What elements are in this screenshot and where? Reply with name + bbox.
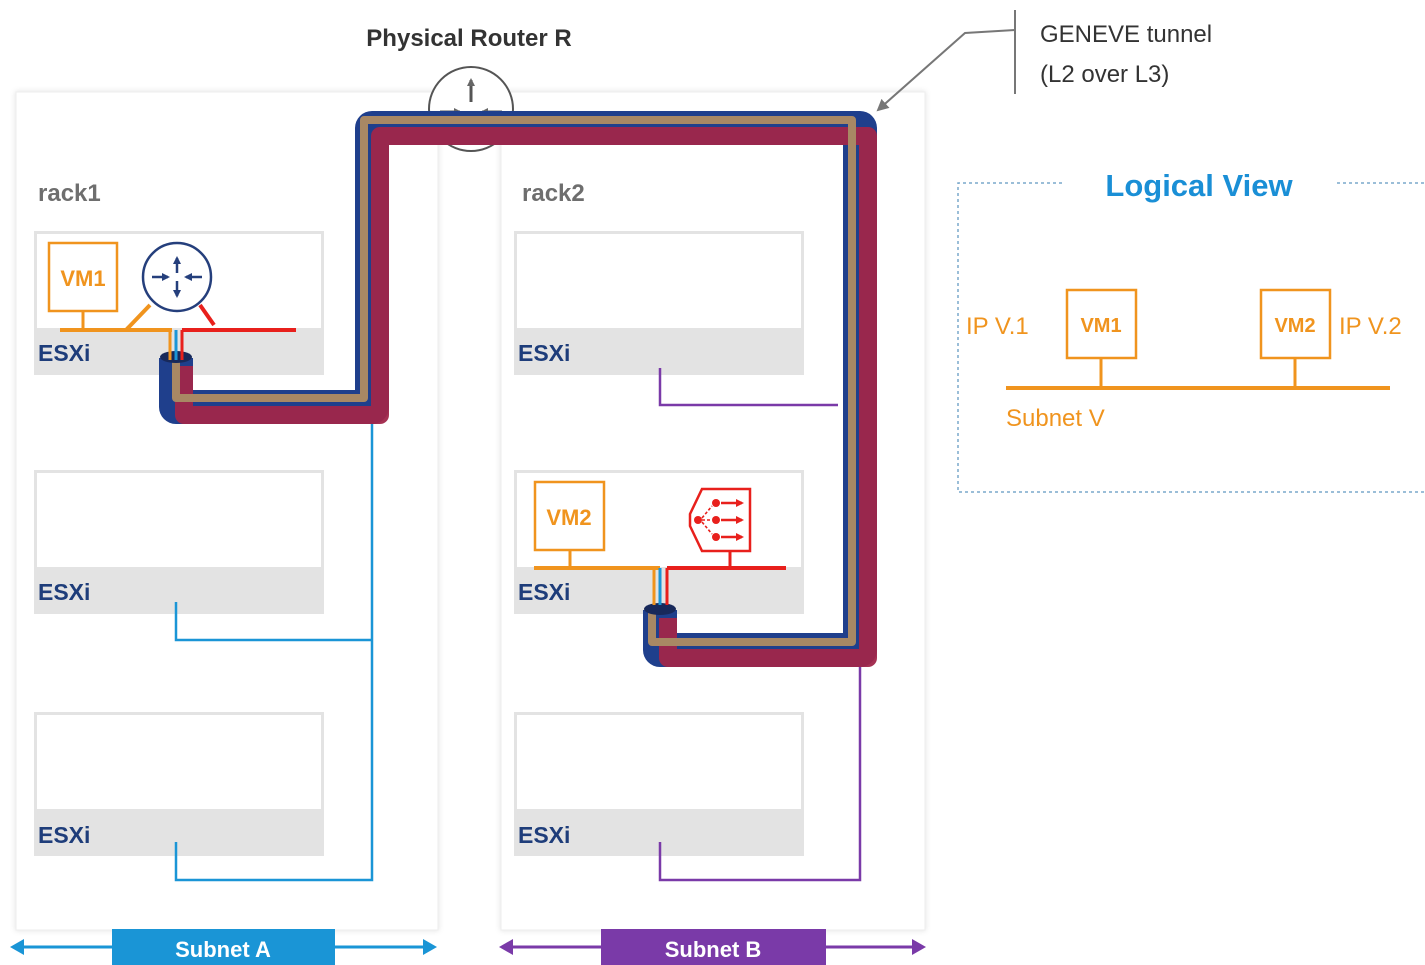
vm-label: VM2 xyxy=(546,505,591,530)
rack1-label: rack1 xyxy=(38,180,101,207)
logical-ip2-label: IP V.2 xyxy=(1339,313,1402,340)
rack2-uplinks xyxy=(658,368,862,882)
subnet-a-label: Subnet A xyxy=(175,937,271,962)
rack1-uplinks xyxy=(174,410,374,882)
vm-label: VM1 xyxy=(60,266,105,291)
logical-view-panel: Logical View VM1 VM2 IP V.1 IP V.2 Subne… xyxy=(957,168,1424,493)
rack1-host3: ESXi xyxy=(34,712,324,856)
logical-vm1-label: VM1 xyxy=(1080,315,1121,337)
rack1-switching xyxy=(60,303,296,360)
rack2-label: rack2 xyxy=(522,180,585,207)
geneve-tunnel xyxy=(159,111,877,667)
subnet-b-label: Subnet B xyxy=(665,937,762,962)
rack1-host2: ESXi xyxy=(34,470,324,614)
logical-vm2-box[interactable] xyxy=(1259,288,1332,360)
physical-router-label: Physical Router R xyxy=(366,25,571,52)
logical-view-title: Logical View xyxy=(1105,168,1293,203)
host-label: ESXi xyxy=(518,340,570,366)
host-label: ESXi xyxy=(518,822,570,848)
tunnel-label-line1: GENEVE tunnel xyxy=(1040,21,1212,48)
rack2-vm2[interactable]: VM2 xyxy=(533,480,606,552)
logical-router-icon xyxy=(141,241,213,313)
logical-vm2-label: VM2 xyxy=(1274,315,1315,337)
rack2-host3: ESXi xyxy=(514,712,804,856)
logical-subnet-label: Subnet V xyxy=(1006,405,1105,432)
tunnel-label-line2: (L2 over L3) xyxy=(1040,61,1169,88)
load-balancer-icon xyxy=(688,487,752,553)
logical-ip1-label: IP V.1 xyxy=(966,313,1029,340)
rack2-switching xyxy=(534,550,786,605)
logical-vm1-box[interactable] xyxy=(1065,288,1138,360)
host-label: ESXi xyxy=(38,579,90,605)
rack2-host1: ESXi xyxy=(514,231,804,375)
host-label: ESXi xyxy=(38,822,90,848)
rack1-vm1[interactable]: VM1 xyxy=(47,241,119,313)
geneve-callout: GENEVE tunnel (L2 over L3) xyxy=(876,10,1212,112)
subnet-b-bar: Subnet B xyxy=(499,929,926,965)
subnet-a-bar: Subnet A xyxy=(10,929,437,965)
host-label: ESXi xyxy=(518,579,570,605)
host-label: ESXi xyxy=(38,340,90,366)
